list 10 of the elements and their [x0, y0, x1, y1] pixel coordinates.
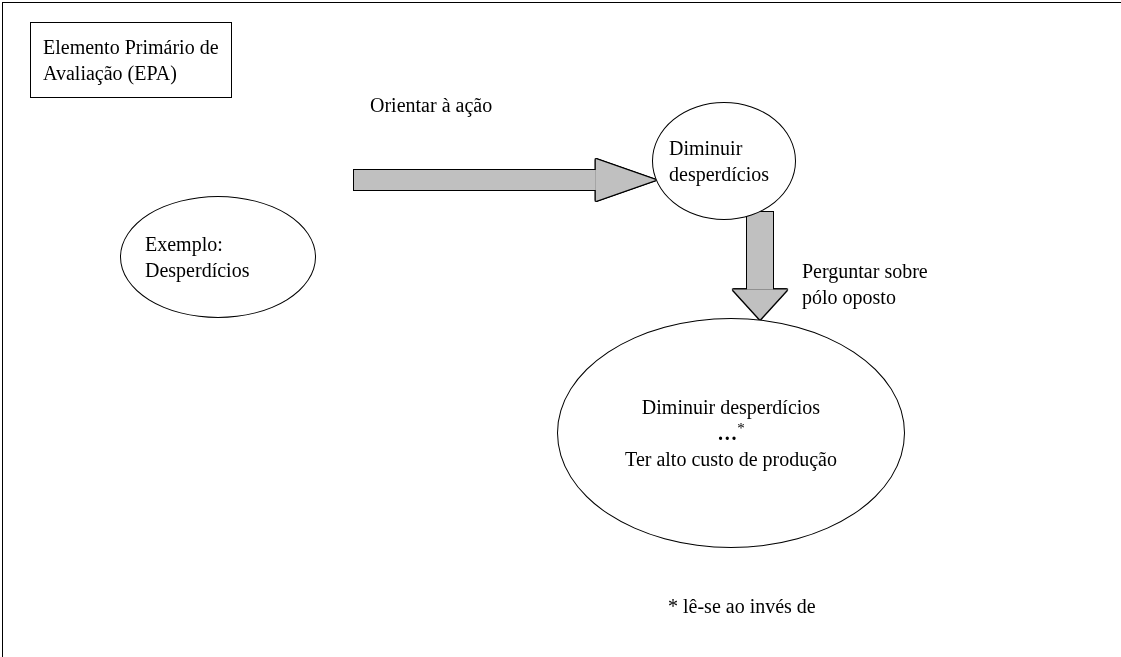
text-box: [30, 22, 232, 98]
node-text: Ter alto custo de produção: [625, 447, 837, 472]
node-text: …$^{*}$: [717, 420, 745, 446]
node-text: Exemplo: Desperdícios: [145, 232, 251, 283]
block-arrow: [732, 212, 788, 320]
node-text: Diminuir desperdícios: [669, 136, 770, 187]
node-text: Diminuir desperdícios: [641, 395, 821, 420]
block-arrow: [354, 159, 656, 201]
node-text: Elemento Primário de Avaliação (EPA): [43, 35, 220, 86]
footnote: * lê-se ao invés de: [668, 594, 816, 619]
